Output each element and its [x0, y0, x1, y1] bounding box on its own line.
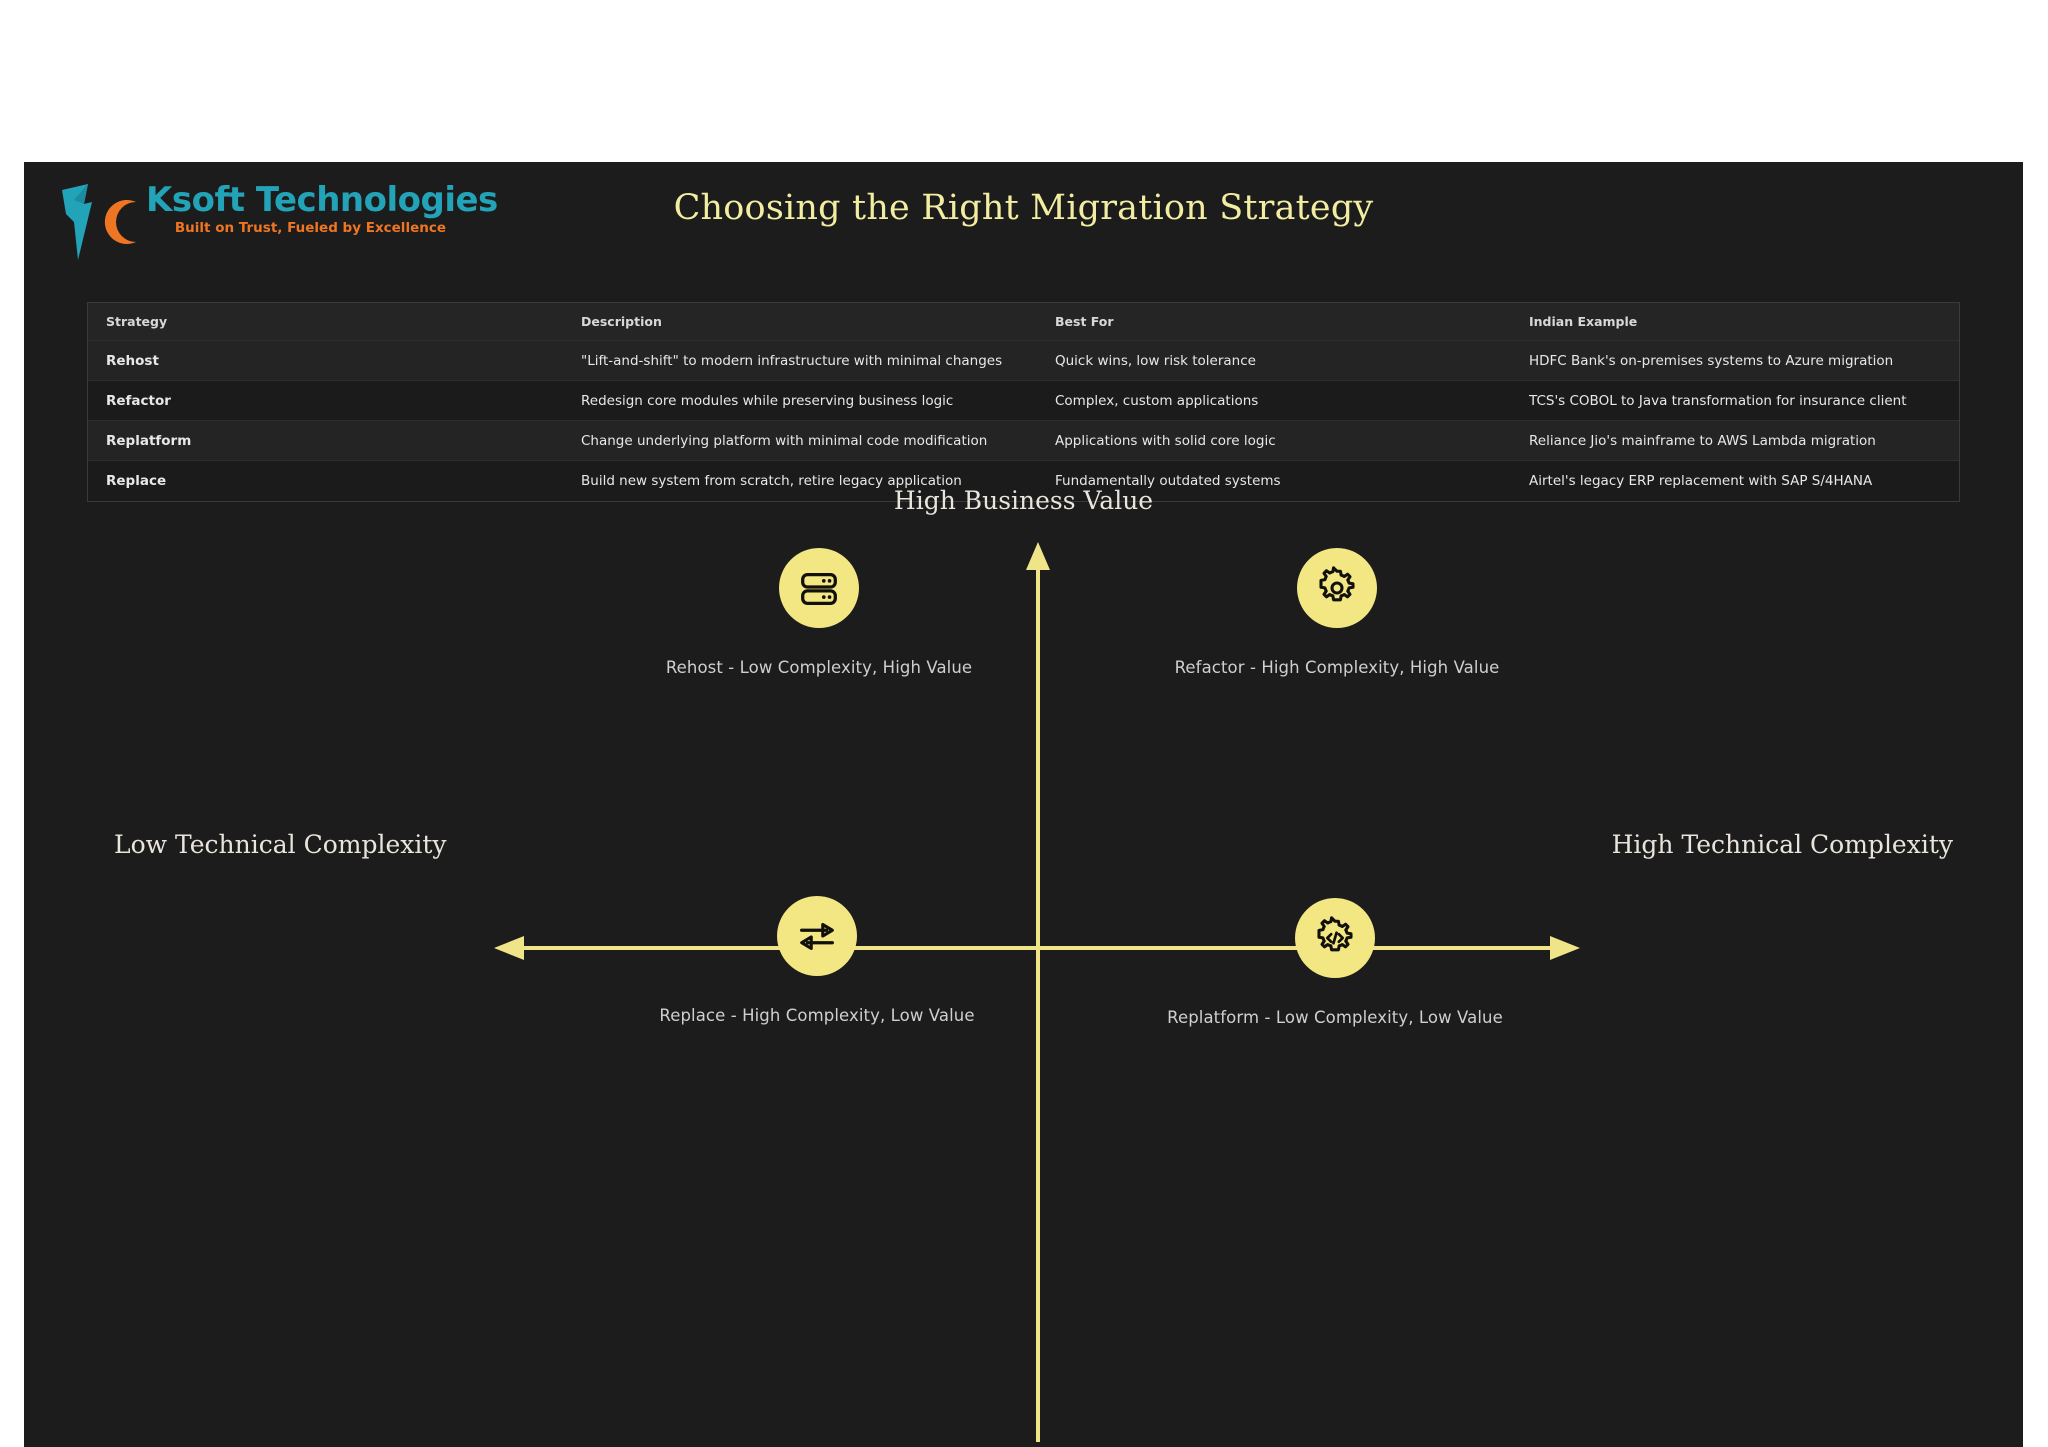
table-row: Refactor Redesign core modules while pre… [88, 381, 1959, 421]
cell-description: "Lift-and-shift" to modern infrastructur… [581, 352, 1003, 369]
swap-arrows-icon [777, 896, 857, 976]
table-row: Replace Build new system from scratch, r… [88, 461, 1959, 501]
quadrant-chart: High Business Value Low Technical Comple… [24, 482, 2023, 1447]
table-row: Rehost "Lift-and-shift" to modern infras… [88, 341, 1959, 381]
cell-best-for: Complex, custom applications [1055, 392, 1259, 409]
cell-indian-example: Reliance Jio's mainframe to AWS Lambda m… [1529, 432, 1876, 449]
server-stack-icon [779, 548, 859, 628]
gear-code-icon [1295, 898, 1375, 978]
cell-strategy: Replatform [106, 432, 192, 449]
cell-description: Build new system from scratch, retire le… [581, 473, 962, 489]
cell-description: Change underlying platform with minimal … [581, 432, 988, 449]
cell-best-for: Applications with solid core logic [1055, 432, 1276, 449]
quadrant-item-refactor[interactable]: Refactor - High Complexity, High Value [1117, 548, 1557, 677]
ksoft-bird-c-logo-icon [48, 180, 144, 264]
column-header-strategy: Strategy [106, 314, 168, 329]
axes-lines [494, 542, 1580, 1442]
quadrant-label: Replatform - Low Complexity, Low Value [1167, 1008, 1503, 1027]
brand-logo[interactable]: Ksoft Technologies Built on Trust, Fuele… [42, 176, 498, 266]
cell-description: Redesign core modules while preserving b… [581, 392, 954, 409]
axis-label-right: High Technical Complexity [1611, 830, 1953, 859]
cell-best-for: Fundamentally outdated systems [1055, 473, 1281, 489]
axis-label-left: Low Technical Complexity [114, 830, 447, 859]
brand-tagline: Built on Trust, Fueled by Excellence [174, 219, 446, 236]
cell-strategy: Refactor [106, 392, 171, 409]
table-header-row: Strategy Description Best For Indian Exa… [88, 303, 1959, 341]
gear-icon [1297, 548, 1377, 628]
column-header-indian-example: Indian Example [1529, 314, 1638, 329]
column-header-best-for: Best For [1055, 314, 1114, 329]
brand-name: Ksoft Technologies [146, 180, 498, 220]
quadrant-label: Refactor - High Complexity, High Value [1174, 658, 1500, 677]
cell-indian-example: TCS's COBOL to Java transformation for i… [1529, 392, 1907, 409]
table-row: Replatform Change underlying platform wi… [88, 421, 1959, 461]
cell-strategy: Rehost [106, 352, 159, 369]
quadrant-item-replatform[interactable]: Replatform - Low Complexity, Low Value [1115, 898, 1555, 1027]
axis-label-top: High Business Value [893, 486, 1154, 515]
page-title: Choosing the Right Migration Strategy [673, 188, 1374, 228]
quadrant-item-replace[interactable]: Replace - High Complexity, Low Value [597, 896, 1037, 1025]
slide-canvas: Ksoft Technologies Built on Trust, Fuele… [24, 162, 2023, 1447]
cell-best-for: Quick wins, low risk tolerance [1055, 352, 1256, 369]
cell-strategy: Replace [106, 473, 167, 489]
cell-indian-example: Airtel's legacy ERP replacement with SAP… [1529, 473, 1873, 489]
quadrant-label: Rehost - Low Complexity, High Value [665, 658, 973, 677]
column-header-description: Description [581, 314, 662, 329]
quadrant-label: Replace - High Complexity, Low Value [659, 1006, 975, 1025]
brand-text: Ksoft Technologies Built on Trust, Fuele… [146, 180, 498, 236]
cell-indian-example: HDFC Bank's on-premises systems to Azure… [1529, 352, 1894, 369]
quadrant-item-rehost[interactable]: Rehost - Low Complexity, High Value [599, 548, 1039, 677]
strategy-table: Strategy Description Best For Indian Exa… [87, 302, 1960, 502]
